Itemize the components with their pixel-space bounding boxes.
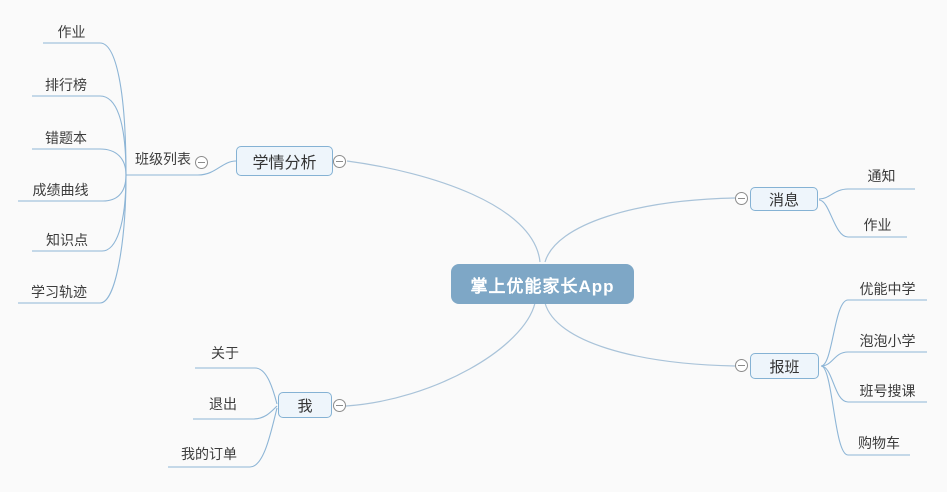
leaf-my-orders[interactable]: 我的订单 [181, 446, 237, 462]
subbranch-class-list[interactable]: 班级列表 [135, 151, 191, 167]
connector-center-to-xiaoxi [544, 197, 736, 263]
leaf-homework-left[interactable]: 作业 [57, 24, 86, 40]
root-topic[interactable]: 掌上优能家长App [451, 264, 634, 304]
leaf-about[interactable]: 关于 [211, 345, 239, 361]
leaf-shopping-cart[interactable]: 购物车 [858, 435, 900, 451]
connector-center-to-wo [345, 302, 536, 407]
collapse-icon[interactable] [195, 156, 208, 169]
leaf-line-cuotiben [32, 148, 127, 176]
connector-center-to-baoban [544, 302, 736, 367]
branch-node-enroll[interactable]: 报班 [750, 353, 819, 379]
leaf-ranking[interactable]: 排行榜 [45, 77, 87, 93]
leaf-logout[interactable]: 退出 [209, 396, 237, 412]
connector-center-to-xueqingfenxi [346, 160, 541, 263]
leaf-learning-track[interactable]: 学习轨迹 [31, 284, 87, 300]
leaf-line-zuoye-left [43, 42, 127, 176]
collapse-icon[interactable] [735, 359, 748, 372]
branch-node-messages[interactable]: 消息 [750, 187, 818, 211]
leaf-line-paopaoxiaoxue [820, 351, 927, 367]
leaf-wrong-answer-book[interactable]: 错题本 [45, 130, 87, 146]
leaf-homework-right[interactable]: 作业 [863, 217, 892, 233]
leaf-paopao-primary-school[interactable]: 泡泡小学 [859, 333, 916, 349]
collapse-icon[interactable] [333, 155, 346, 168]
leaf-youneng-middle-school[interactable]: 优能中学 [859, 281, 916, 297]
branch-node-me[interactable]: 我 [278, 392, 332, 418]
leaf-line-tongzhi [818, 188, 915, 200]
collapse-icon[interactable] [333, 399, 346, 412]
leaf-class-number-search[interactable]: 班号搜课 [859, 383, 916, 399]
collapse-icon[interactable] [735, 192, 748, 205]
leaf-notification[interactable]: 通知 [867, 168, 896, 184]
leaf-knowledge-points[interactable]: 知识点 [46, 232, 88, 248]
leaf-score-curve[interactable]: 成绩曲线 [32, 182, 89, 198]
branch-node-learning-analysis[interactable]: 学情分析 [236, 146, 333, 176]
